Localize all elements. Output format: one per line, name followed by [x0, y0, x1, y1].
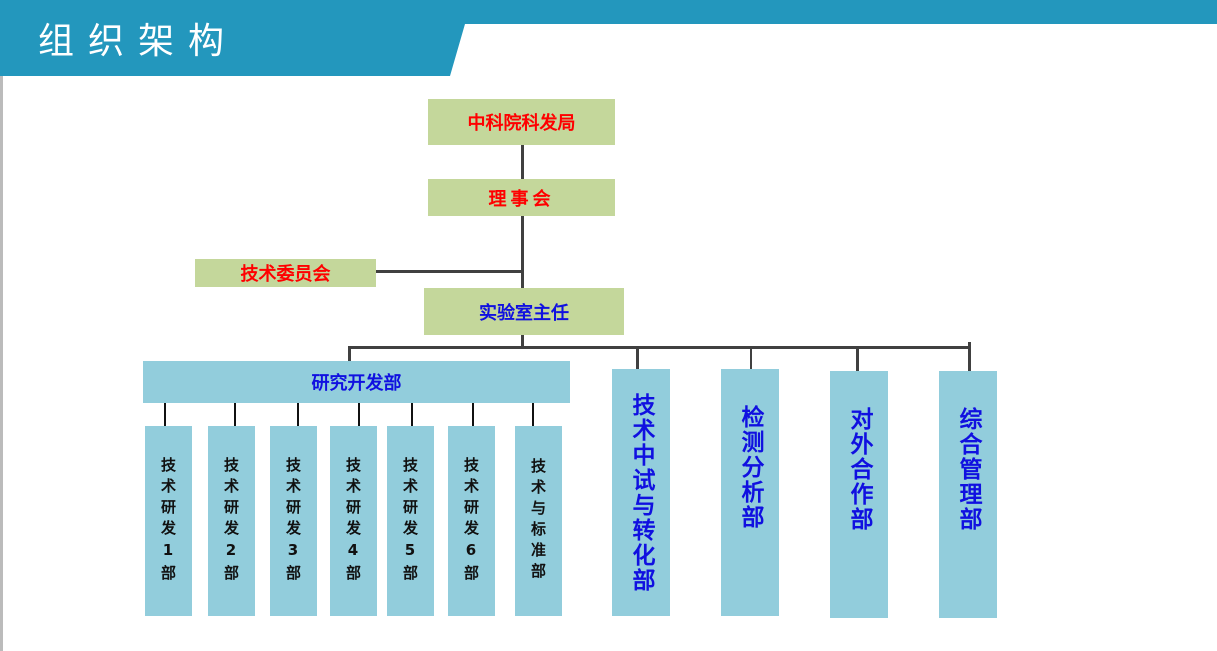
node-label: 技术研发2部: [222, 456, 240, 586]
connector-line: [856, 346, 859, 371]
org-node-rd-sub: 技术与标准部: [515, 426, 562, 616]
org-node-rd-sub: 技术研发5部: [387, 426, 434, 616]
org-node-admin: 综合管理部: [939, 371, 997, 618]
node-label: 检测分析部: [737, 405, 763, 530]
org-node-rd-sub: 技术研发4部: [330, 426, 377, 616]
org-node-tech-committee: 技术委员会: [195, 259, 376, 287]
connector-line: [532, 403, 534, 426]
org-node-rd-sub: 技术研发1部: [145, 426, 192, 616]
connector-line: [968, 342, 971, 371]
org-node-bureau: 中科院科发局: [428, 99, 615, 145]
node-label: 综合管理部: [955, 407, 981, 532]
connector-line: [164, 403, 166, 426]
node-label: 技术研发6部: [462, 456, 480, 586]
connector-line: [376, 270, 522, 273]
node-label: 技术研发1部: [159, 456, 177, 586]
org-node-director: 实验室主任: [424, 288, 624, 335]
org-node-rd-sub: 技术研发2部: [208, 426, 255, 616]
node-label: 技术研发4部: [344, 456, 362, 586]
connector-line: [358, 403, 360, 426]
org-node-rd-sub: 技术研发6部: [448, 426, 495, 616]
node-label: 技术中试与转化部: [628, 392, 654, 593]
node-label: 技术研发3部: [284, 456, 302, 586]
connector-line: [297, 403, 299, 426]
page-title: 组织架构: [38, 21, 239, 62]
connector-line: [636, 346, 639, 369]
org-node-rd-dept: 研究开发部: [143, 361, 570, 403]
node-label: 技术研发5部: [401, 456, 419, 586]
connector-line: [348, 346, 351, 361]
node-label: 技术与标准部: [529, 458, 547, 584]
connector-line: [521, 335, 524, 348]
org-node-rd-sub: 技术研发3部: [270, 426, 317, 616]
org-node-cooperation: 对外合作部: [830, 371, 888, 618]
connector-line: [521, 145, 524, 288]
connector-line: [234, 403, 236, 426]
node-label: 对外合作部: [846, 407, 872, 532]
org-node-testing: 检测分析部: [721, 369, 779, 616]
connector-line: [750, 346, 752, 369]
connector-line: [472, 403, 474, 426]
left-border: [0, 0, 3, 651]
org-node-board: 理事会: [428, 179, 615, 216]
org-node-pilot-transfer: 技术中试与转化部: [612, 369, 670, 616]
connector-line: [348, 346, 971, 349]
connector-line: [411, 403, 413, 426]
